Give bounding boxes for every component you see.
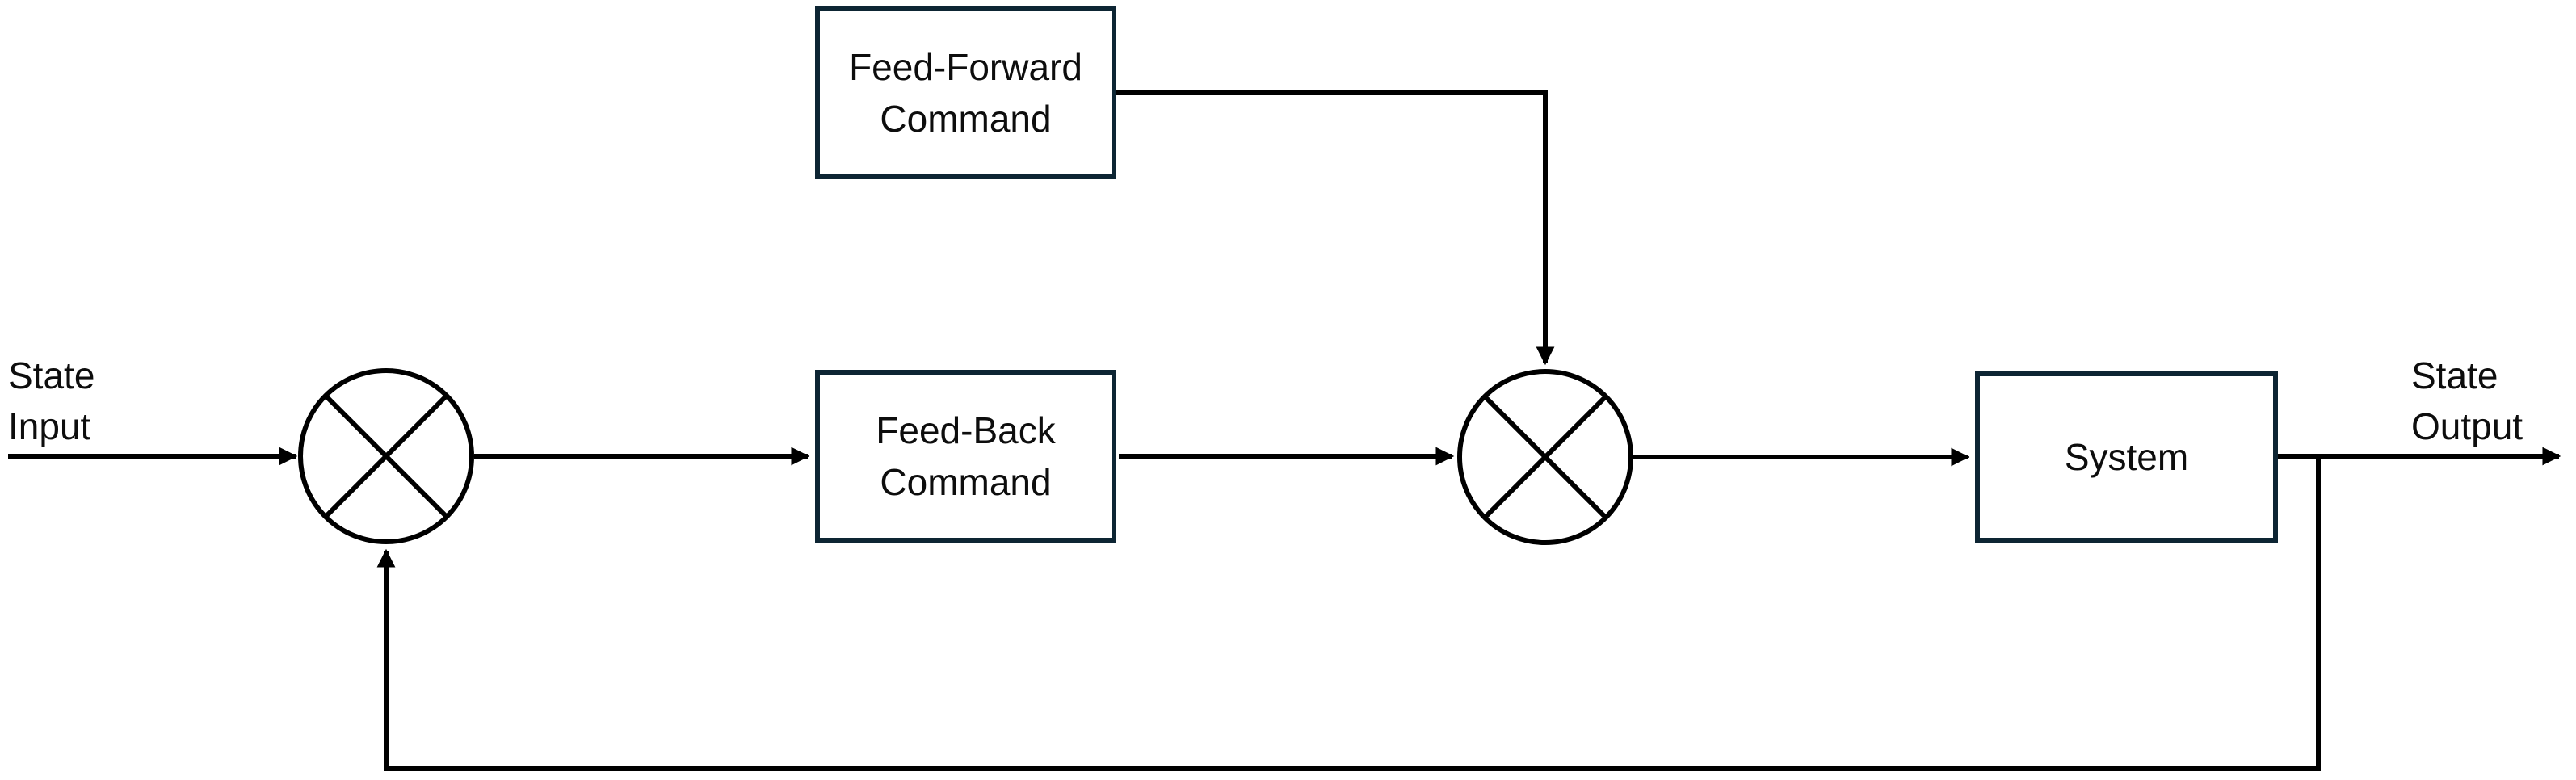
state-input-label-line2: Input [8,405,91,447]
system-block: System [1975,371,2278,543]
feed-back-label-line2: Command [880,461,1052,503]
feed-forward-label-line2: Command [880,98,1052,140]
feed-forward-command-block: Feed-Forward Command [815,6,1116,179]
state-output-label-line1: State [2411,354,2498,396]
system-label: System [2064,436,2189,478]
feed-back-command-block: Feed-Back Command [815,370,1116,543]
feedforward-command-arrow [1116,90,1555,366]
feed-forward-label-line1: Feed-Forward [849,46,1082,88]
state-input-label: State Input [8,350,95,452]
junction-1-cross-diagonal [322,392,450,520]
state-input-label-line1: State [8,354,95,396]
feedback-loop-arrow [376,459,2321,771]
feed-back-label-line1: Feed-Back [876,409,1056,451]
junction-2-cross-diagonal [1481,393,1609,521]
state-output-label-line2: Output [2411,405,2523,447]
state-output-label: State Output [2411,350,2523,452]
